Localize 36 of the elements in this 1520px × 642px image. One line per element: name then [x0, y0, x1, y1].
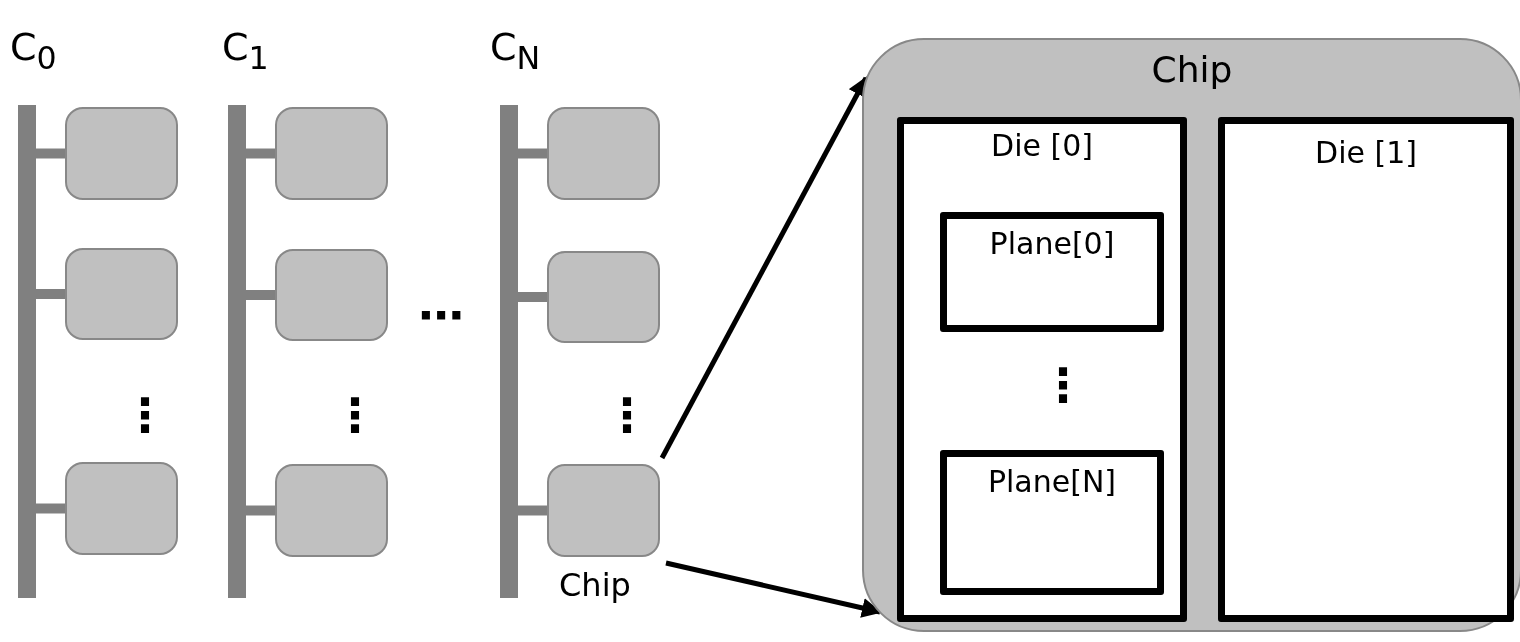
channel-label: C$_{1}$ [222, 28, 269, 75]
connector-line [518, 292, 547, 302]
chip-box [65, 462, 178, 555]
chip-box [275, 249, 388, 341]
chip-caption: Chip [559, 569, 631, 601]
channel-label: C$_{0}$ [10, 28, 57, 75]
ellipsis-mark: ⋯ [418, 292, 464, 338]
connector-line [518, 148, 547, 159]
chip-box [547, 107, 660, 200]
connector-line [36, 503, 65, 514]
chip-box [65, 107, 178, 200]
plane-label: Plane[N] [986, 467, 1118, 497]
connector-line [518, 505, 547, 516]
chip-box [275, 464, 388, 557]
die-label: Die [1] [1314, 138, 1418, 168]
plane-box [940, 450, 1164, 595]
chip-box [275, 107, 388, 200]
chip-box [547, 251, 660, 343]
plane-box [940, 212, 1164, 332]
connector-line [246, 290, 275, 300]
arrow [665, 560, 882, 618]
ellipsis-mark: ⋮ [1040, 362, 1086, 408]
die-label: Die [0] [990, 131, 1094, 161]
die-box [1218, 117, 1514, 622]
connector-line [36, 148, 65, 159]
channel-label: C$_{N}$ [490, 28, 541, 75]
ellipsis-mark: ⋮ [604, 392, 650, 438]
chip-title: Chip [1150, 52, 1234, 88]
plane-label: Plane[0] [988, 229, 1116, 259]
connector-line [246, 148, 275, 159]
connector-line [36, 289, 65, 299]
chip-box [65, 248, 178, 340]
chip-box [547, 464, 660, 557]
connector-line [246, 505, 275, 516]
ellipsis-mark: ⋮ [122, 392, 168, 438]
ellipsis-mark: ⋮ [332, 392, 378, 438]
